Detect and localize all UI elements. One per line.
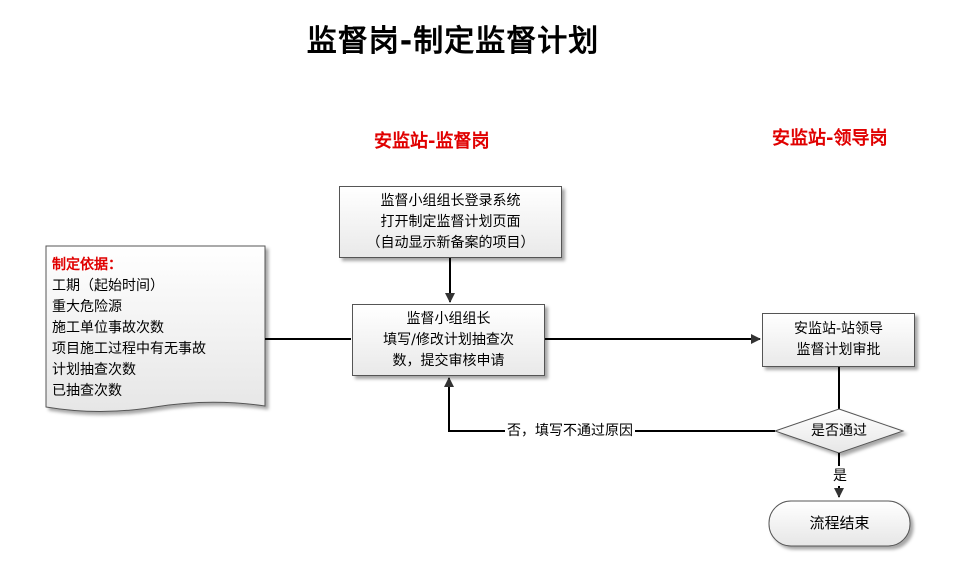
document-shape (45, 245, 266, 412)
accept-edge-label: 是 (831, 466, 849, 486)
fill-plan-step-box: 监督小组组长 填写/修改计划抽查次 数，提交审核申请 (352, 304, 545, 376)
fill-step-line-2: 填写/修改计划抽查次 (383, 331, 514, 348)
fill-step-line-3: 数，提交审核申请 (392, 352, 505, 369)
decision-label: 是否通过 (811, 423, 867, 439)
page-title: 监督岗-制定监督计划 (306, 24, 600, 59)
basis-item: 项目施工过程中有无事故 (52, 341, 206, 357)
lane-label-leader: 安监站-领导岗 (772, 128, 888, 149)
basis-item: 重大危险源 (52, 299, 122, 315)
reject-edge-label: 否，填写不通过原因 (505, 421, 635, 441)
approval-step-line-1: 安监站-站领导 (793, 321, 884, 337)
approval-step-box: 安监站-站领导 监督计划审批 (762, 313, 915, 367)
login-step-box: 监督小组组长登录系统 打开制定监督计划页面 （自动显示新备案的项目） (339, 186, 562, 258)
login-step-line-2: 打开制定监督计划页面 (380, 213, 521, 230)
fill-step-line-1: 监督小组组长 (406, 310, 491, 327)
basis-item: 计划抽查次数 (52, 362, 136, 378)
end-label: 流程结束 (809, 514, 870, 532)
basis-item: 已抽查次数 (52, 383, 122, 399)
basis-item: 工期（起始时间） (52, 278, 164, 294)
login-step-line-3: （自动显示新备案的项目） (366, 234, 535, 251)
end-terminator (768, 500, 911, 547)
basis-heading: 制定依据： (52, 257, 122, 273)
lane-label-supervisor: 安监站-监督岗 (374, 131, 490, 152)
login-step-line-1: 监督小组组长登录系统 (380, 192, 521, 209)
basis-document: 制定依据： 工期（起始时间） 重大危险源 施工单位事故次数 项目施工过程中有无事… (52, 255, 206, 402)
approval-step-line-2: 监督计划审批 (796, 342, 881, 358)
basis-item: 施工单位事故次数 (52, 320, 164, 336)
edge-reject (444, 377, 775, 432)
